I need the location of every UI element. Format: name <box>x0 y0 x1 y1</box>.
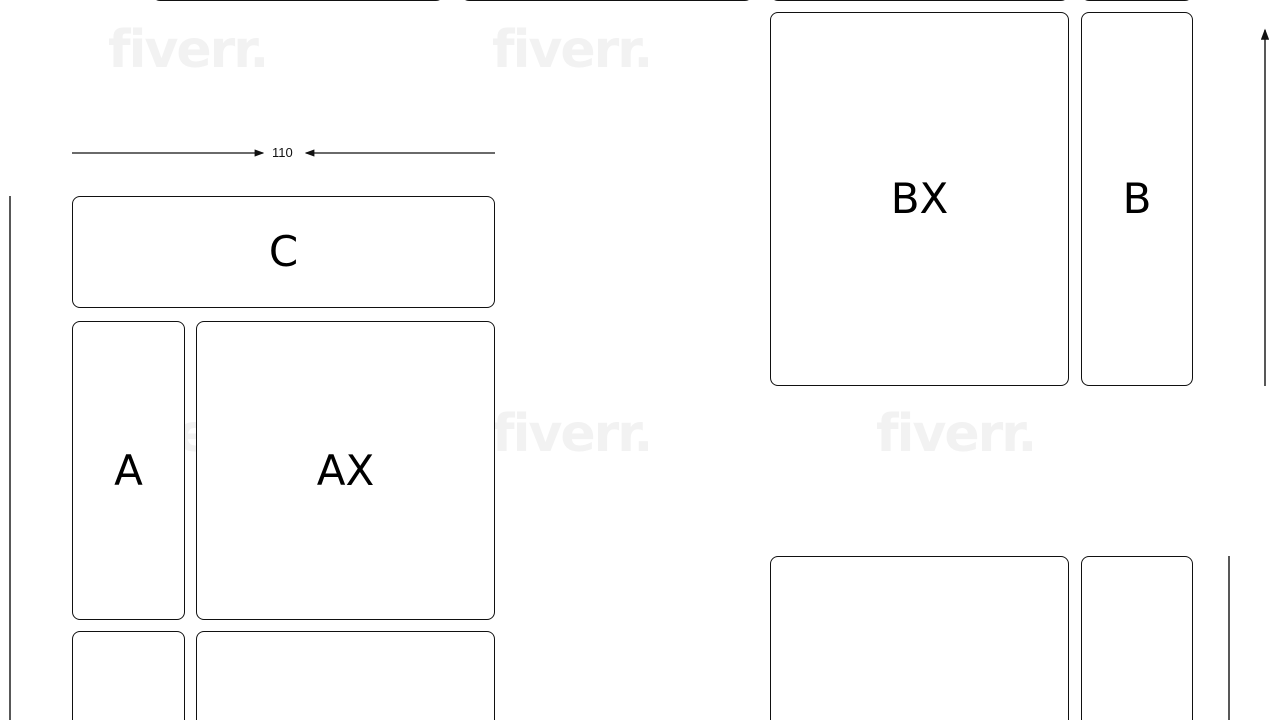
box-b: B <box>1081 12 1193 386</box>
box-b-label: B <box>1122 174 1152 223</box>
box-c-label: C <box>268 227 299 276</box>
bottom-left-partial-box-1 <box>72 631 185 720</box>
box-ax-label: AX <box>316 445 375 495</box>
box-bx: BX <box>770 12 1069 386</box>
bottom-left-partial-box-2 <box>196 631 495 720</box>
top-width-dimension-label: 110 <box>269 145 296 160</box>
bottom-right-partial-box-1 <box>770 556 1069 720</box>
box-ax: AX <box>196 321 495 620</box>
box-a-label: A <box>114 445 143 495</box>
bottom-right-partial-box-2 <box>1081 556 1193 720</box>
box-c: C <box>72 196 495 308</box>
box-a: A <box>72 321 185 620</box>
box-bx-label: BX <box>890 174 949 223</box>
